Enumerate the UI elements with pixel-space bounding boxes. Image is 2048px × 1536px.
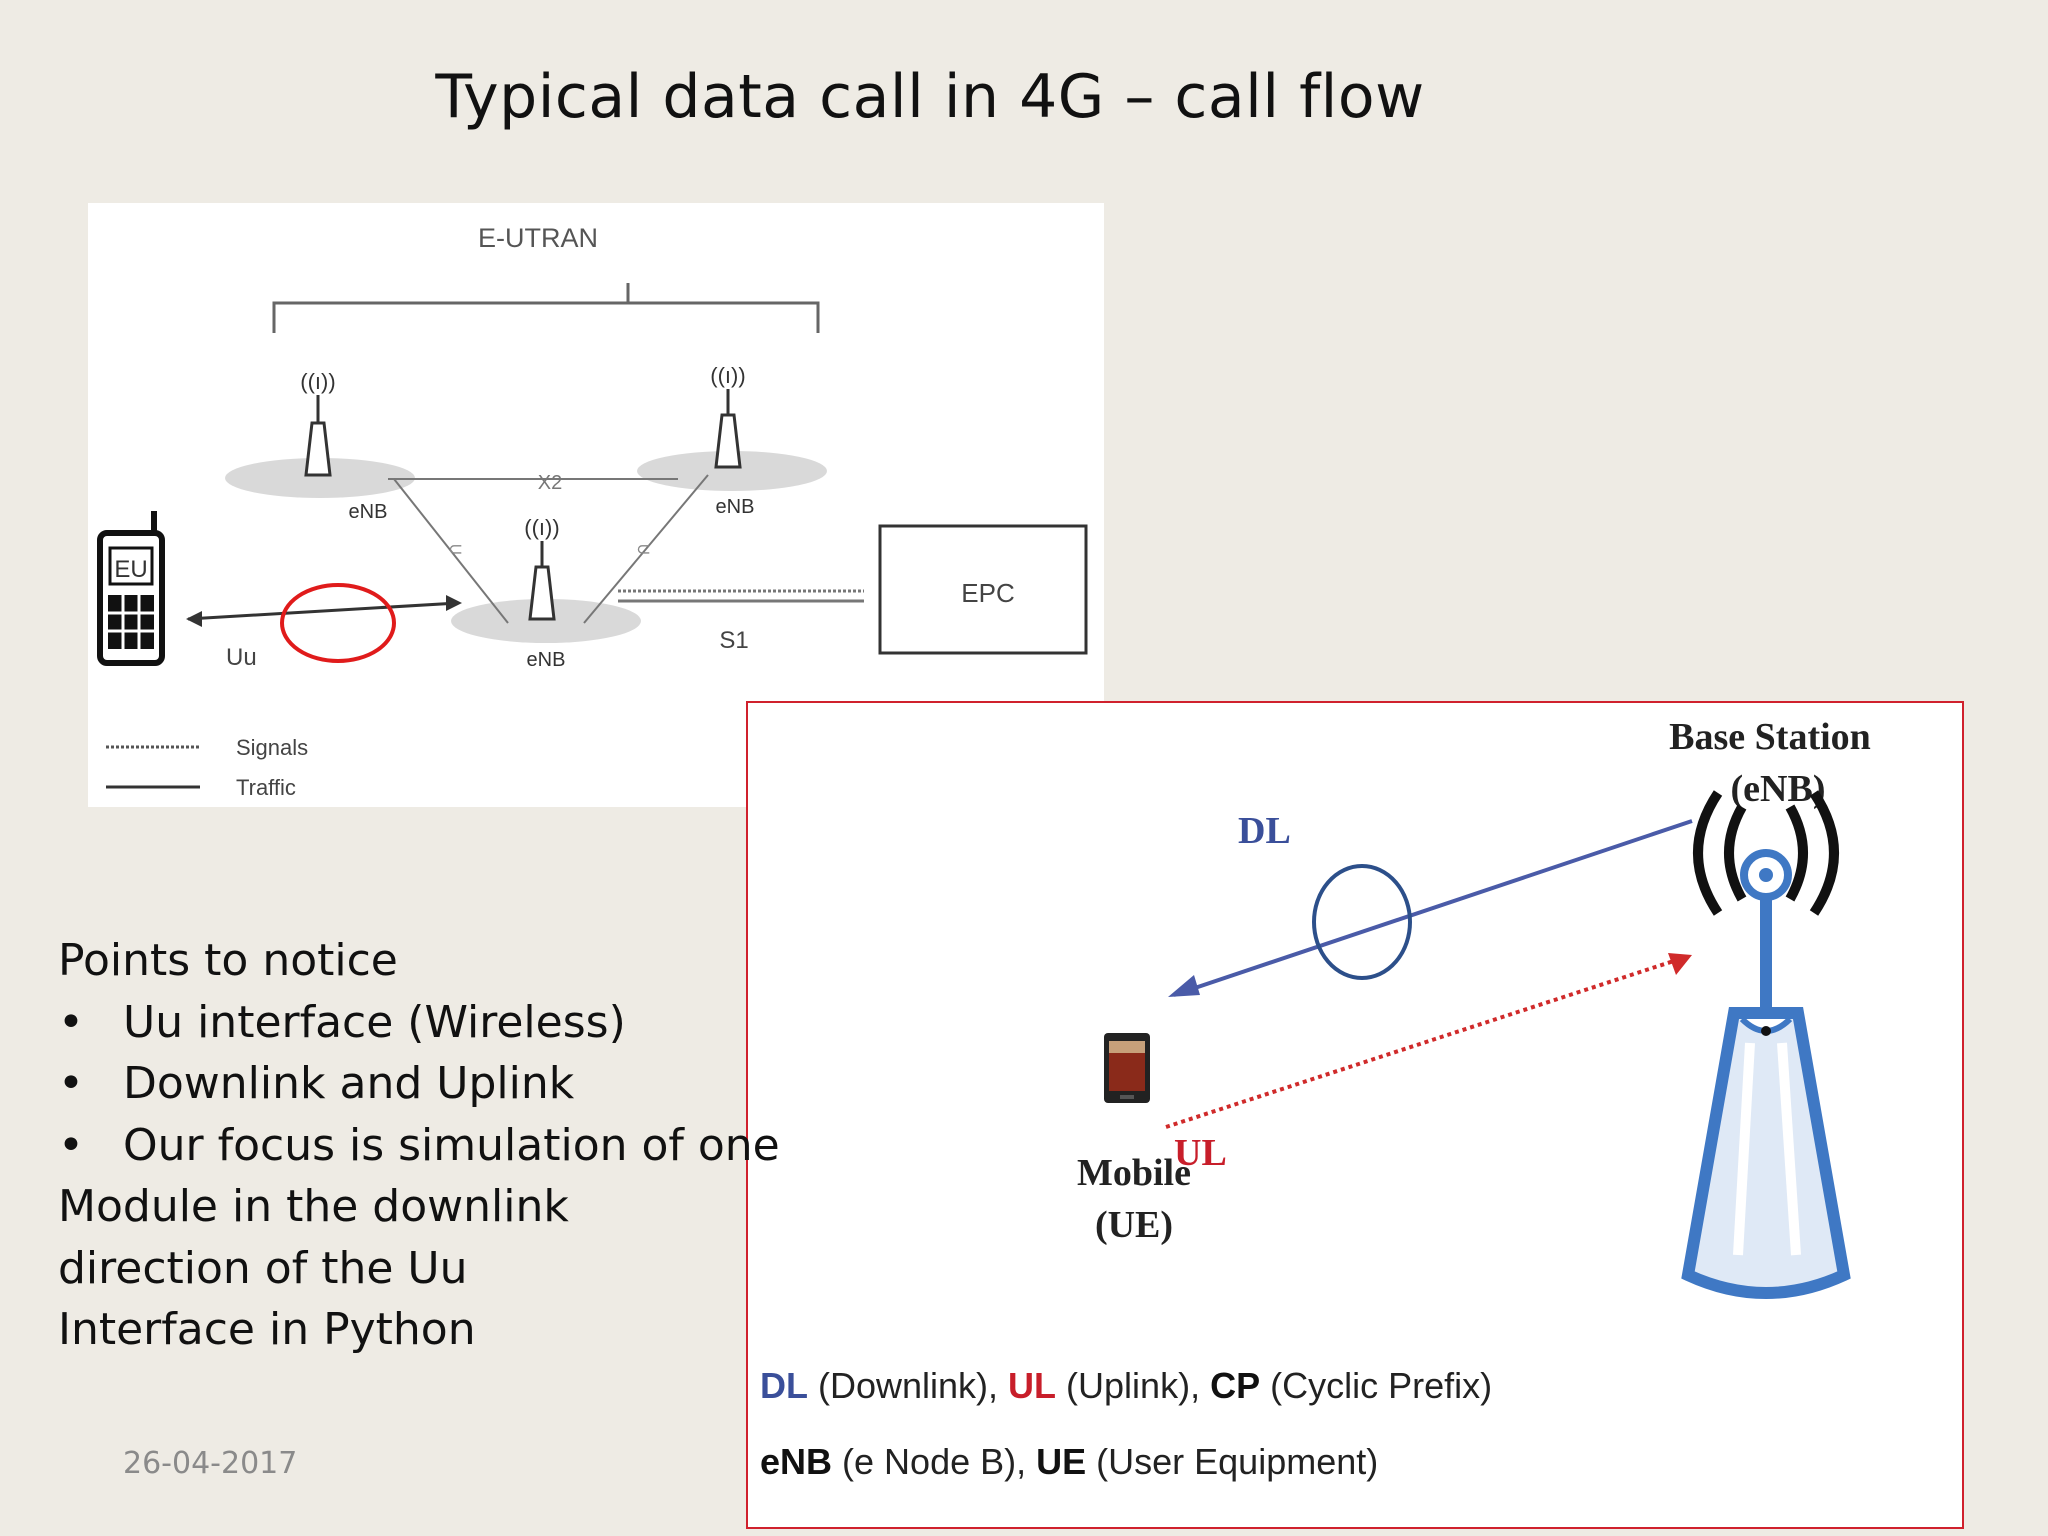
ul-label: UL: [1174, 1132, 1227, 1174]
legend-cp-key: CP: [1210, 1365, 1261, 1406]
eutran-label: E-UTRAN: [478, 223, 598, 253]
mobile-label-line2: (UE): [1095, 1204, 1173, 1246]
base-station-label-line1: Base Station: [1669, 716, 1871, 758]
points-to-notice: Points to notice Uu interface (Wireless)…: [58, 930, 780, 1361]
legend-ul-key: UL: [1008, 1365, 1057, 1406]
legend-ul-desc: (Uplink),: [1056, 1365, 1211, 1406]
uplink-arrowhead: [1668, 953, 1692, 975]
eutran-architecture-figure: E-UTRAN X2 ⊂ ⊂ ((ı)) eNB ((ı)) eNB ((ı)): [88, 203, 1104, 807]
downlink-highlight-circle: [1312, 864, 1412, 980]
mobile-label-line1: Mobile: [1077, 1152, 1191, 1194]
epc-box: [878, 524, 1088, 655]
legend-ue-key: UE: [1036, 1441, 1087, 1482]
x2-link-left: [393, 478, 509, 624]
notes-bullet-item: Downlink and Uplink: [58, 1053, 758, 1115]
downlink-arrow-line: [1173, 819, 1693, 997]
dl-label: DL: [1238, 810, 1291, 852]
enb-center-label: eNB: [527, 649, 566, 671]
notes-heading: Points to notice: [58, 935, 398, 986]
eutran-bracket: [272, 283, 820, 333]
notes-continuation-line: Interface in Python: [58, 1304, 476, 1355]
svg-text:((ı)): ((ı)): [710, 363, 745, 388]
legend-dl-desc: (Downlink),: [808, 1365, 1009, 1406]
legend-enb-desc: (e Node B),: [832, 1441, 1037, 1482]
enb-center-tower-icon: ((ı)): [524, 515, 560, 621]
legend-traffic-label: Traffic: [236, 775, 296, 800]
base-station-label-line2: (eNB): [1731, 768, 1826, 810]
mobile-phone-icon: [1104, 1033, 1150, 1103]
enb-left-coverage: [225, 458, 415, 498]
slide-title: Typical data call in 4G – call flow: [435, 62, 1425, 132]
phone-icon: [97, 511, 165, 666]
uu-left-arrowhead: [186, 611, 202, 627]
notes-bullet-item: Uu interface (Wireless): [58, 992, 758, 1054]
uu-label: Uu: [226, 644, 257, 671]
x2-link-left-marker: ⊂: [448, 539, 463, 559]
x2-link-right-marker: ⊂: [636, 539, 651, 559]
notes-bullet-list: Uu interface (Wireless) Downlink and Upl…: [58, 992, 780, 1177]
legend-enb-key: eNB: [760, 1441, 833, 1482]
enb-left-tower-icon: ((ı)): [300, 369, 336, 477]
notes-continuation-line: Module in the downlink: [58, 1181, 569, 1232]
enb-left-label: eNB: [349, 501, 388, 523]
legend-cp-desc: (Cyclic Prefix): [1260, 1365, 1493, 1406]
enb-right-label: eNB: [716, 496, 755, 518]
legend-signals-label: Signals: [236, 735, 308, 760]
enb-right-tower-icon: ((ı)): [710, 363, 746, 469]
uu-link-line: [187, 601, 459, 621]
enb-right-coverage: [637, 451, 827, 491]
base-station-tower-icon: [1681, 790, 1851, 1299]
uu-right-arrowhead: [446, 595, 462, 611]
phone-label: EU: [114, 556, 147, 583]
downlink-uplink-figure: Base Station (eNB) DL UL Mobile (UE): [746, 701, 1964, 1529]
svg-text:((ı)): ((ı)): [300, 369, 335, 394]
downlink-arrowhead: [1168, 975, 1200, 997]
uplink-arrow-line: [1165, 955, 1687, 1129]
svg-text:((ı)): ((ı)): [524, 515, 559, 540]
epc-label: EPC: [961, 578, 1014, 608]
x2-label: X2: [538, 472, 562, 494]
legend-dl-key: DL: [760, 1365, 808, 1406]
uu-highlight-circle: [280, 583, 396, 663]
legend-ue-desc: (User Equipment): [1086, 1441, 1379, 1482]
notes-bullet-item: Our focus is simulation of one: [58, 1115, 780, 1177]
legend-row-1: DL (Downlink), UL (Uplink), CP (Cyclic P…: [760, 1365, 1492, 1407]
x2-link-right: [583, 474, 709, 624]
notes-continuation-line: direction of the Uu: [58, 1242, 468, 1294]
s1-label: S1: [719, 627, 748, 654]
slide-date: 26-04-2017: [123, 1446, 298, 1481]
legend-row-2: eNB (e Node B), UE (User Equipment): [760, 1441, 1378, 1483]
